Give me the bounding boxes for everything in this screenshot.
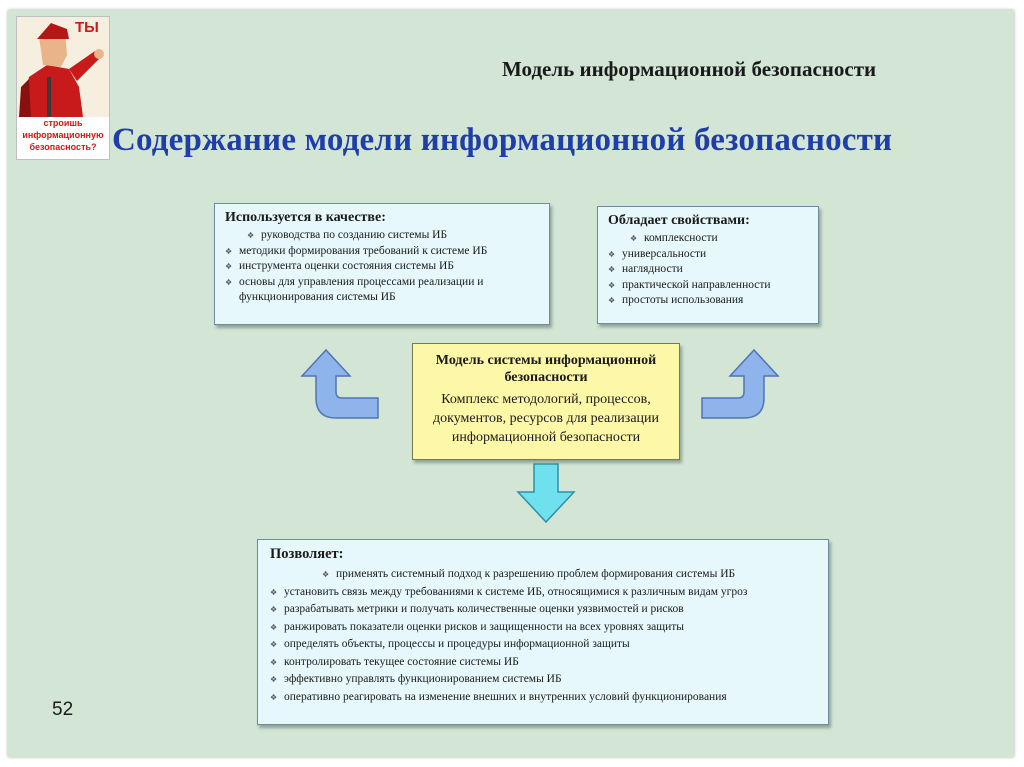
- allows-box-title: Позволяет:: [270, 546, 816, 563]
- list-item: инструмента оценки состояния системы ИБ: [225, 259, 539, 275]
- properties-box: Обладает свойствами: комплексности униве…: [597, 206, 819, 324]
- list-item: применять системный подход к разрешению …: [270, 566, 816, 584]
- poster-line-1: строишь: [17, 118, 109, 129]
- list-item: руководства по созданию системы ИБ: [225, 228, 539, 244]
- curved-arrow-up-right-icon: [700, 348, 784, 424]
- poster-line-2: информационную: [17, 130, 109, 141]
- center-box-title: Модель системы информационной безопаснос…: [413, 352, 679, 386]
- poster-line-3: безопасность?: [17, 142, 109, 153]
- center-model-box: Модель системы информационной безопаснос…: [412, 343, 680, 460]
- uses-box: Используется в качестве: руководства по …: [214, 203, 550, 325]
- poster-headline: ТЫ: [75, 19, 99, 36]
- page-title: Содержание модели информационной безопас…: [112, 122, 892, 159]
- poster-image: ТЫ строишь информационную безопасность?: [16, 16, 110, 160]
- list-item: определять объекты, процессы и процедуры…: [270, 636, 816, 654]
- uses-list: руководства по созданию системы ИБ метод…: [225, 228, 539, 306]
- properties-list: комплексности универсальности наглядност…: [608, 231, 808, 309]
- list-item: комплексности: [608, 231, 808, 247]
- curved-arrow-up-left-icon: [296, 348, 380, 424]
- header-title: Модель информационной безопасности: [502, 57, 876, 82]
- list-item: наглядности: [608, 262, 808, 278]
- page-number: 52: [52, 699, 73, 721]
- list-item: оперативно реагировать на изменение внеш…: [270, 689, 816, 707]
- list-item: основы для управления процессами реализа…: [225, 275, 539, 306]
- list-item: простоты использования: [608, 293, 808, 309]
- properties-box-title: Обладает свойствами:: [608, 213, 808, 229]
- list-item: универсальности: [608, 247, 808, 263]
- list-item: контролировать текущее состояние системы…: [270, 654, 816, 672]
- uses-box-title: Используется в качестве:: [225, 210, 539, 226]
- list-item: эффективно управлять функционированием с…: [270, 671, 816, 689]
- arrow-down-icon: [516, 462, 576, 524]
- list-item: практической направленности: [608, 278, 808, 294]
- list-item: ранжировать показатели оценки рисков и з…: [270, 619, 816, 637]
- slide: ТЫ строишь информационную безопасность? …: [8, 10, 1014, 757]
- list-item: разрабатывать метрики и получать количес…: [270, 601, 816, 619]
- allows-box: Позволяет: применять системный подход к …: [257, 539, 829, 725]
- center-box-description: Комплекс методологий, процессов, докумен…: [413, 390, 679, 447]
- allows-list: применять системный подход к разрешению …: [270, 566, 816, 706]
- list-item: методики формирования требований к систе…: [225, 244, 539, 260]
- list-item: установить связь между требованиями к си…: [270, 584, 816, 602]
